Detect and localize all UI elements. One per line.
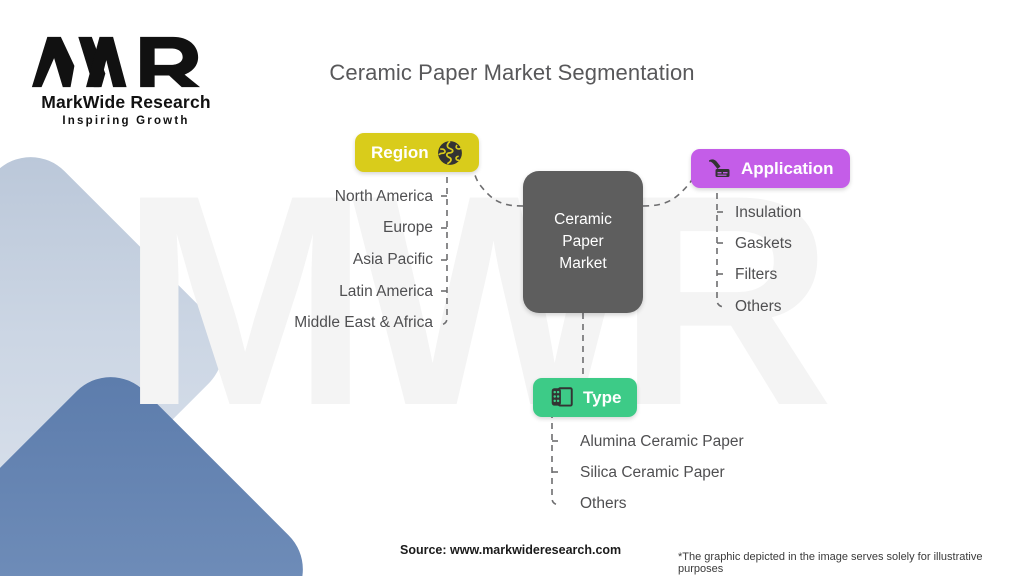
leaf-region-0: North America (334, 188, 433, 205)
leaf-region-3: Latin America (339, 283, 433, 300)
leaf-application-1: Gaskets (735, 235, 792, 252)
brand-logo: MarkWide Research Inspiring Growth (28, 33, 224, 127)
globe-icon (437, 140, 462, 165)
leaf-region-2: Asia Pacific (352, 251, 433, 268)
branch-label-application: Application (741, 158, 834, 178)
page-title: Ceramic Paper Market Segmentation (329, 60, 695, 85)
layers-icon (551, 386, 573, 407)
disclaimer-text: *The graphic depicted in the image serve… (678, 551, 983, 575)
leaf-type-1: Silica Ceramic Paper (580, 464, 725, 481)
center-node: Ceramic Paper Market (523, 171, 643, 313)
application-tool-icon (709, 158, 730, 177)
branch-badge-type[interactable]: Type (533, 378, 638, 417)
leaf-application-2: Filters (735, 266, 778, 283)
source-text: Source: www.markwideresearch.com (400, 543, 622, 557)
branch-label-region: Region (371, 142, 429, 162)
leaf-type-0: Alumina Ceramic Paper (580, 433, 744, 450)
leaf-application-0: Insulation (735, 204, 802, 221)
branch-badge-region[interactable]: Region (355, 133, 479, 172)
branch-badge-application[interactable]: Application (691, 149, 850, 188)
brand-tagline: Inspiring Growth (62, 115, 190, 127)
brand-name: MarkWide Research (41, 92, 211, 112)
branch-label-type: Type (583, 387, 622, 407)
center-node-label: Ceramic Paper Market (554, 211, 612, 272)
leaf-application-3: Others (735, 298, 782, 315)
mwr-logo-icon (31, 36, 201, 88)
leaf-region-4: Middle East & Africa (294, 314, 433, 331)
leaf-type-2: Others (580, 495, 627, 512)
leaf-region-1: Europe (383, 219, 433, 236)
